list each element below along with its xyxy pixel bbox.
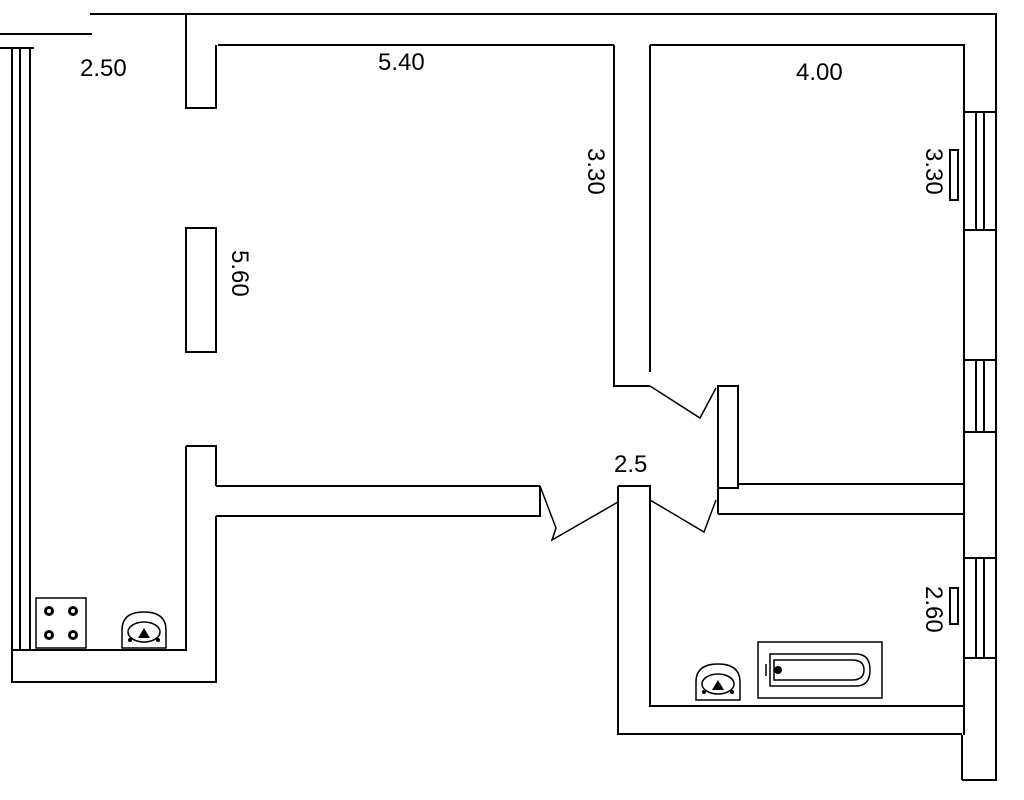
kitchen-width-label: 2.50	[80, 55, 127, 82]
living-room-bottom-wall	[216, 485, 619, 542]
bathroom-sink-icon	[695, 663, 741, 701]
bedroom-width-label: 3.30	[920, 148, 947, 195]
bathroom-walls	[617, 485, 964, 735]
bathroom-window	[949, 557, 997, 659]
outer-top-wall	[90, 13, 997, 781]
living-room-depth-label: 3.30	[582, 148, 609, 195]
left-exterior-wall	[0, 33, 217, 683]
kitchen-sink-icon	[121, 611, 167, 649]
bathtub-icon	[757, 641, 883, 699]
kitchen-living-partition	[185, 14, 217, 486]
bedroom-length-label: 4.00	[796, 59, 843, 86]
living-room-width-label: 5.60	[226, 250, 253, 297]
living-room-length-label: 5.40	[378, 49, 425, 76]
hallway-width-label: 2.5	[614, 451, 647, 478]
bathroom-width-label: 2.60	[920, 586, 947, 633]
stove-icon	[35, 597, 87, 649]
living-bedroom-partition	[613, 45, 964, 515]
bedroom-window-upper	[949, 111, 997, 231]
bedroom-window-lower	[963, 359, 997, 433]
